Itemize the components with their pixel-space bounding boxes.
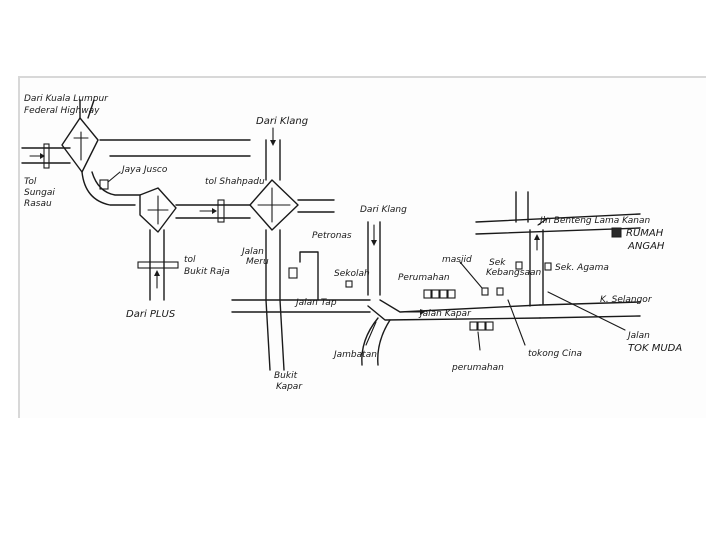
perumahan-houses-2 xyxy=(469,321,494,351)
label-jalan-kapar: Jalan Kapar xyxy=(418,309,472,319)
direction-arrows xyxy=(29,127,540,315)
label-bukit-raja: Bukit Raja xyxy=(184,267,230,277)
label-k-selangor: K. Selangor xyxy=(600,295,653,305)
label-rumah: RUMAH xyxy=(626,228,664,239)
label-tol-br: tol xyxy=(184,255,196,265)
label-jambatan: Jambatan xyxy=(332,350,377,360)
label-jalan-meru-2: Meru xyxy=(246,257,269,267)
label-jln-benteng: Jln Benteng Lama Kanan xyxy=(538,216,650,226)
label-kapar: Kapar xyxy=(276,382,303,392)
label-sek: Sek xyxy=(489,258,506,268)
petronas-station xyxy=(288,267,298,279)
label-jaya-jusco: Jaya Jusco xyxy=(120,165,168,175)
label-tok-muda: TOK MUDA xyxy=(628,343,682,354)
sekolah-building xyxy=(345,280,353,288)
label-tol-shahpadu: tol Shahpadu xyxy=(205,177,265,187)
label-perumahan-2: perumahan xyxy=(451,363,504,373)
jalan-tap-road xyxy=(231,251,371,313)
label-dari-kuala-lumpur: Dari Kuala Lumpur xyxy=(24,94,109,104)
label-jalan-meru-1: Jalan xyxy=(240,247,264,257)
pointer-lines xyxy=(365,217,626,346)
federal-highway-road xyxy=(21,139,251,164)
rumah-angah-marker xyxy=(611,227,622,238)
label-dari-klang-top: Dari Klang xyxy=(256,116,308,127)
label-jalan: Jalan xyxy=(626,331,650,341)
label-sek-agama: Sek. Agama xyxy=(555,263,609,273)
label-tokong-cina: tokong Cina xyxy=(528,349,582,359)
tol-bukit-raja-gate xyxy=(137,261,179,269)
label-sungai: Sungai xyxy=(24,188,55,198)
label-perumahan-1: Perumahan xyxy=(398,273,450,283)
dari-klang-vertical-road xyxy=(361,221,541,366)
label-dari-plus: Dari PLUS xyxy=(126,309,176,320)
tol-shahpadu-gate xyxy=(217,199,225,223)
label-tol: Tol xyxy=(24,177,37,187)
label-petronas: Petronas xyxy=(312,231,352,241)
jalan-kapar-road xyxy=(475,191,641,319)
label-kebangsaan: Kebangsaan xyxy=(486,268,541,278)
perumahan-houses-1 xyxy=(423,289,456,299)
label-masjid: masjid xyxy=(442,255,472,265)
label-dari-klang-mid: Dari Klang xyxy=(360,205,407,215)
jusco-building xyxy=(99,171,121,190)
label-angah: ANGAH xyxy=(627,241,665,252)
label-bukit: Bukit xyxy=(274,371,298,381)
masjid-building xyxy=(459,261,504,296)
label-jalan-tap: Jalan Tap xyxy=(294,298,337,308)
middle-interchange xyxy=(139,187,251,301)
label-federal-highway: Federal Highway xyxy=(24,106,100,116)
label-rasau: Rasau xyxy=(24,199,52,209)
label-sekolah: Sekolah xyxy=(334,269,370,279)
sek-agama-building xyxy=(544,262,552,271)
sek-kebangsaan-building xyxy=(515,261,523,270)
